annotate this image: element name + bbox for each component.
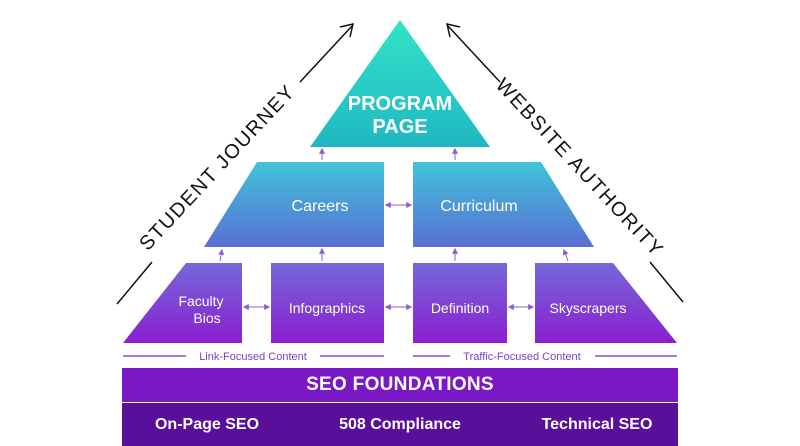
seo-foundations-title: SEO FOUNDATIONS: [122, 368, 678, 402]
website-authority-line-lower: [649, 261, 684, 303]
program-page-label-line2: PAGE: [372, 116, 427, 138]
website-authority-arrowhead: [445, 22, 461, 38]
website-authority-arrow: [447, 25, 501, 83]
faculty-to-careers-arrow: [218, 248, 225, 262]
student-journey-arrowhead: [339, 22, 355, 38]
curriculum-tier-block: [413, 162, 594, 247]
definition-block: [413, 263, 507, 343]
faculty-label-line2: Bios: [193, 310, 220, 326]
infographics-label: Infographics: [289, 300, 365, 316]
skyscrapers-block: [535, 263, 677, 343]
infographics-block: [271, 263, 384, 343]
link-focused-label: Link-Focused Content: [199, 351, 307, 363]
compliance-item: 508 Compliance: [339, 415, 461, 433]
program-page-label-line1: PROGRAM: [348, 93, 452, 115]
skyscrapers-label: Skyscrapers: [549, 300, 626, 316]
traffic-focused-label: Traffic-Focused Content: [463, 351, 580, 363]
student-journey-arrow: [299, 25, 353, 83]
careers-label: Careers: [292, 198, 349, 215]
faculty-bios-block: [123, 263, 242, 343]
definition-label: Definition: [431, 300, 489, 316]
skyscrapers-to-curriculum-arrow: [562, 248, 569, 262]
curriculum-label: Curriculum: [440, 198, 517, 215]
technical-seo-item: Technical SEO: [541, 415, 653, 433]
careers-tier-block: [204, 162, 384, 247]
faculty-label-line1: Faculty: [178, 293, 223, 309]
program-page-tier: [310, 20, 490, 147]
seo-foundations-row: On-Page SEO 508 Compliance Technical SEO: [122, 403, 678, 446]
on-page-seo-item: On-Page SEO: [154, 415, 260, 433]
student-journey-line-lower: [116, 261, 153, 305]
